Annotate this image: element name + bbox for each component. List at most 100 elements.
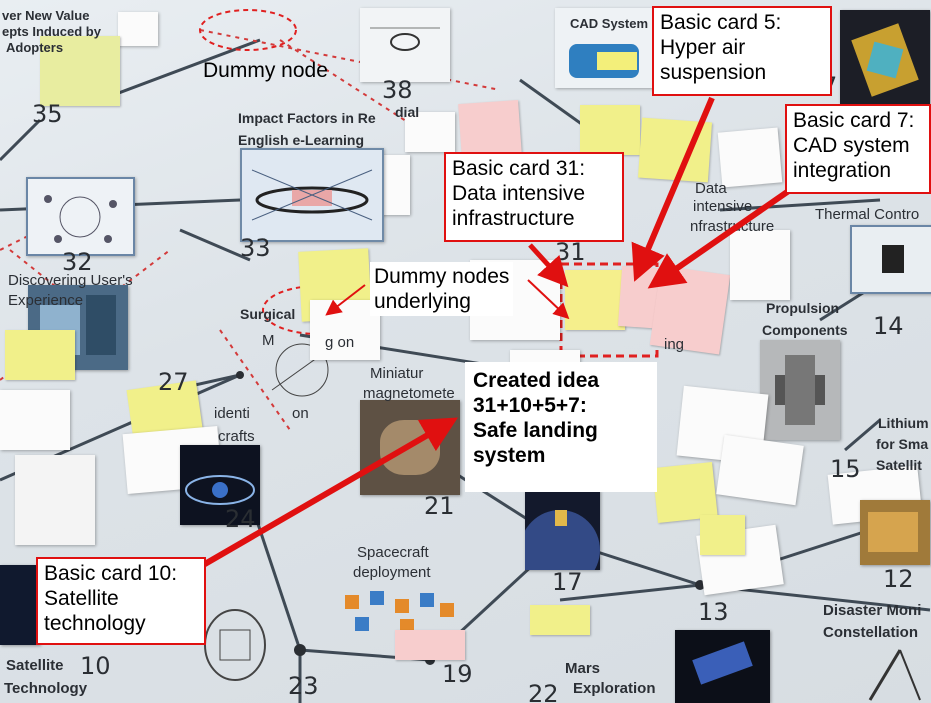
mars-photo [675,630,770,703]
label-for-small: for Sma [876,436,929,452]
node-number-33: 33 [240,234,271,262]
created-idea-line2: 31+10+5+7: [473,394,587,417]
label-mars: Mars [565,660,601,677]
node-number-17: 17 [552,568,583,596]
label-m: M [262,332,275,349]
callout-basic-card-7: Basic card 7: CAD system integration [785,104,931,194]
label-disaster: Disaster Moni [823,602,922,619]
node-number-21: 21 [424,492,455,520]
network-diagram [26,177,135,256]
node-number-10: 10 [80,652,111,680]
label-constellation: Constellation [823,624,919,641]
paper-card [310,300,380,360]
sticky-note-pink [395,630,465,660]
label-english-elearning: English e-Learning [238,132,365,148]
card-thumbnail [118,12,158,46]
callout-dummy-nodes-underlying: Dummy nodes underlying [370,262,514,316]
telescope-sketch [860,640,930,703]
created-idea-line4: system [473,444,546,467]
label-components: Components [762,322,848,338]
sticky-note [530,605,590,635]
node-number-15: 15 [830,455,861,483]
arrow-card10 [158,417,458,593]
callout-card31-line3: infrastructure [452,207,575,230]
label-data: Data [695,180,727,197]
sticky-note [5,330,75,380]
label-satellite-right: Satellit [876,457,922,473]
callout-card10-line3: technology [44,612,146,635]
label-propulsion: Propulsion [766,300,840,316]
label-exploration: Exploration [573,680,656,697]
callout-card5-line1: Basic card 5: [660,11,782,34]
node-number-12: 12 [883,565,914,593]
label-cad-system: CAD System [570,16,649,31]
callout-card10-line2: Satellite [44,587,119,610]
node-number-35: 35 [32,100,63,128]
node-number-22: 22 [528,680,559,703]
satellite-sketch [190,600,280,690]
created-idea-sticky [565,270,625,330]
arrow-card5 [631,96,715,282]
thermal-diagram [850,225,931,294]
node-number-32: 32 [62,248,93,276]
label-impact-factors: Impact Factors in Re [238,110,376,126]
dummy-node-label: Dummy node [203,59,328,82]
deployment-diagram [340,585,460,640]
label-new-value: ver New Value [2,8,90,23]
satellite-photo [0,565,40,645]
arrow-card7 [647,187,792,289]
label-identi: identi [214,405,250,422]
callout-basic-card-31: Basic card 31: Data intensive infrastruc… [444,152,624,242]
created-idea-box: Created idea 31+10+5+7: Safe landing sys… [465,362,657,492]
label-on: on [292,405,309,422]
label-technology: Technology [4,680,88,697]
paper-card [405,112,455,152]
diagram-card [360,8,450,82]
sticky-note [700,515,745,555]
paper-card [0,390,70,450]
label-satellite: Satellite [6,657,64,674]
cad-photo [840,10,930,110]
callout-basic-card-10: Basic card 10: Satellite technology [36,557,206,645]
node-number-23: 23 [288,672,319,700]
label-ing: ing [664,336,685,353]
created-idea-line3: Safe landing [473,419,598,442]
node-number-13: 13 [698,598,729,626]
node-number-19: 19 [442,660,473,688]
node-number-14: 14 [873,312,904,340]
callout-dummy-line2: underlying [374,290,471,313]
paper-card [730,230,790,300]
arrow-dummy-left [325,284,366,316]
label-new-value-2: epts Induced by [2,24,101,39]
callout-card31-line1: Basic card 31: [452,157,586,180]
lithium-photo [860,500,930,565]
node-number-27: 27 [158,368,189,396]
label-spacecraft: Spacecraft [357,544,429,561]
arrow-card31 [528,243,569,288]
label-crafts: crafts [218,428,255,445]
label-discovering: Discovering User's [8,272,133,289]
created-idea-line1: Created idea [473,369,600,392]
label-deployment: deployment [353,564,431,581]
paper-card [15,455,95,545]
callout-dummy-line1: Dummy nodes [374,265,510,288]
node-number-24: 24 [225,505,256,533]
sticky-note [580,105,640,155]
label-experience: Experience [8,292,84,309]
orbit-photo [180,445,260,525]
callout-card7-line3: integration [793,159,892,182]
label-intensive: intensive [693,198,753,215]
spacecraft-photo [520,490,600,590]
node-number-38: 38 [382,76,413,104]
label-g-on: g on [325,334,355,351]
label-impact-factors-b: dial [395,104,420,120]
callout-card5-line2: Hyper air [660,36,746,59]
label-magnetometer: magnetomete [363,385,455,402]
arrow-dummy-right [527,279,570,320]
callout-basic-card-5: Basic card 5: Hyper air suspension [652,6,832,96]
label-new-value-3: Adopters [6,40,64,55]
callout-card7-line1: Basic card 7: [793,109,915,132]
sticky-note [40,36,120,106]
